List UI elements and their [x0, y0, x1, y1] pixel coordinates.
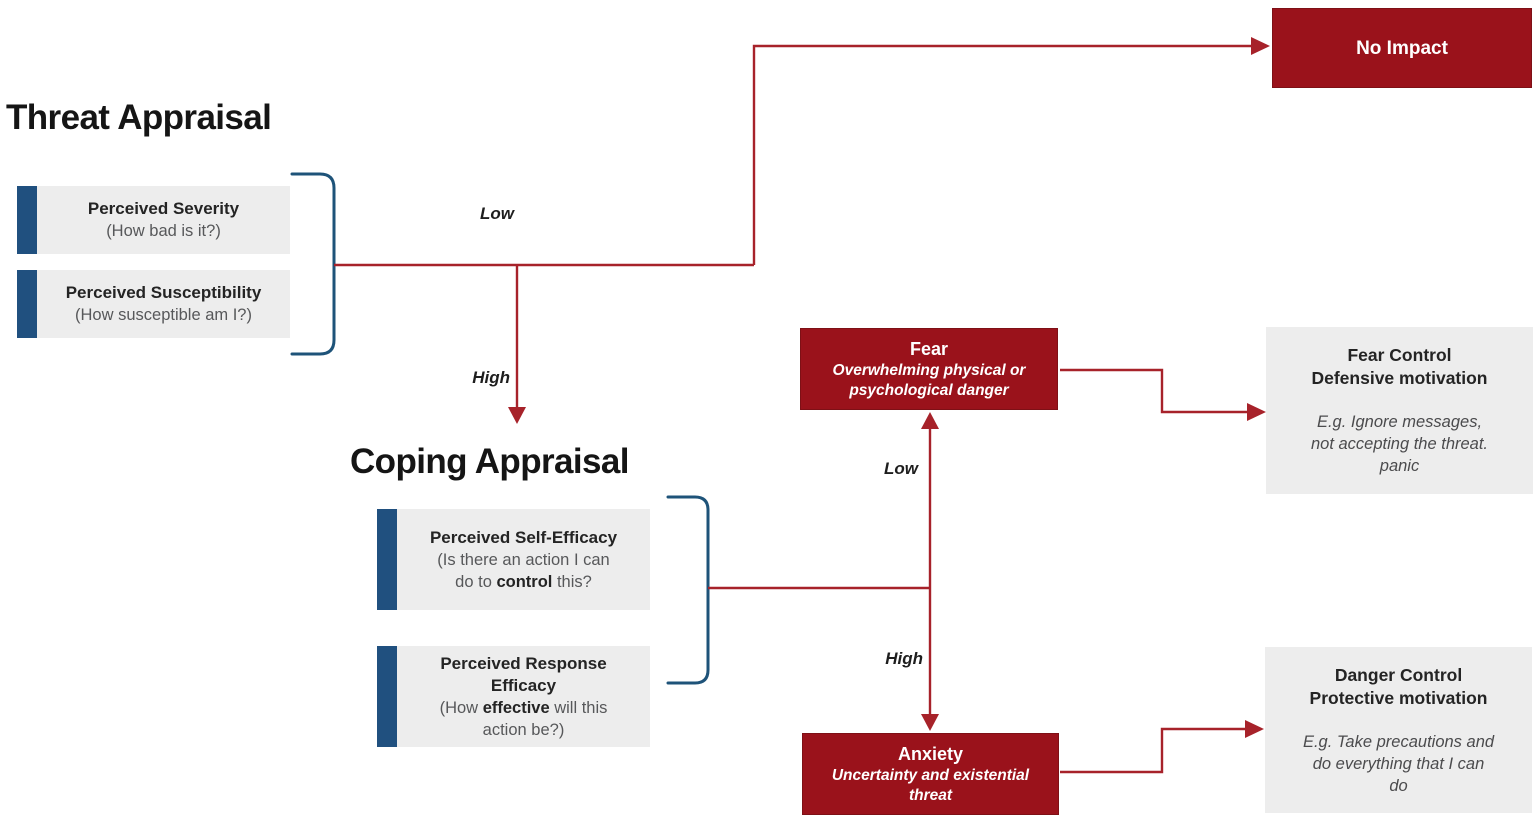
arrowhead-down-anxiety	[921, 714, 939, 731]
anxiety-subtitle: Uncertainty and existential threat	[832, 766, 1029, 806]
anxiety-title: Anxiety	[897, 743, 964, 764]
fear-control-example: E.g. Ignore messages, not accepting the …	[1266, 411, 1533, 477]
subtitle-text: will this	[549, 698, 608, 717]
perceived-self-efficacy-subtitle: (Is there an action I can do to control …	[437, 549, 609, 593]
title-line: Defensive motivation	[1311, 368, 1488, 388]
fear-title: Fear	[909, 338, 949, 359]
anxiety-subtitle-line: threat	[908, 786, 953, 804]
danger-control-title: Danger Control Protective motivation	[1265, 664, 1532, 710]
fear-subtitle-line: psychological danger	[849, 381, 1009, 399]
subtitle-line: do to control this?	[437, 571, 609, 593]
subtitle-line: action be?)	[482, 720, 565, 739]
fear-control-box: Fear Control Defensive motivation E.g. I…	[1266, 327, 1533, 494]
subtitle-text: do to	[455, 572, 497, 591]
coping-bracket	[666, 495, 710, 685]
subtitle-bold-word: control	[496, 572, 553, 591]
title-line: Danger Control	[1334, 665, 1463, 685]
threat-low-edge-label: Low	[480, 204, 514, 223]
danger-control-example: E.g. Take precautions and do everything …	[1265, 731, 1532, 797]
perceived-response-efficacy-subtitle: (How effective will this action be?)	[440, 697, 608, 741]
title-line: Perceived Response	[440, 653, 607, 673]
perceived-response-efficacy-box: Perceived Response Efficacy (How effecti…	[377, 646, 650, 747]
subtitle-bold-word: effective	[482, 698, 550, 717]
example-line: E.g. Ignore messages,	[1316, 413, 1483, 431]
fear-subtitle: Overwhelming physical or psychological d…	[833, 361, 1026, 401]
danger-control-box: Danger Control Protective motivation E.g…	[1265, 647, 1532, 813]
threat-low-to-no-impact-line	[752, 44, 1252, 265]
perceived-self-efficacy-title: Perceived Self-Efficacy	[429, 527, 618, 547]
perceived-severity-box: Perceived Severity (How bad is it?)	[17, 186, 290, 254]
arrowhead-down-threat-high	[508, 407, 526, 424]
fear-subtitle-line: Overwhelming physical or	[832, 361, 1026, 379]
example-line: not accepting the threat.	[1310, 435, 1489, 453]
coping-high-edge-label: High	[885, 649, 923, 668]
example-line: panic	[1379, 457, 1420, 475]
anxiety-box: Anxiety Uncertainty and existential thre…	[802, 733, 1059, 815]
no-impact-box: No Impact	[1272, 8, 1532, 88]
subtitle-line: (Is there an action I can	[437, 550, 610, 569]
subtitle-text: (How	[439, 698, 483, 717]
title-line: Fear Control	[1347, 345, 1452, 365]
title-line: Protective motivation	[1309, 688, 1488, 708]
title-line: Efficacy	[490, 675, 557, 695]
fear-control-title: Fear Control Defensive motivation	[1266, 344, 1533, 390]
perceived-self-efficacy-box: Perceived Self-Efficacy (Is there an act…	[377, 509, 650, 610]
arrowhead-right-danger-control	[1245, 720, 1264, 738]
threat-high-edge-label: High	[472, 368, 510, 387]
perceived-susceptibility-box: Perceived Susceptibility (How susceptibl…	[17, 270, 290, 338]
anxiety-to-danger-control-line	[1060, 727, 1247, 774]
threat-appraisal-heading: Threat Appraisal	[6, 98, 272, 137]
threat-bracket	[290, 172, 336, 356]
perceived-severity-subtitle: (How bad is it?)	[106, 222, 221, 240]
fear-box: Fear Overwhelming physical or psychologi…	[800, 328, 1058, 410]
coping-appraisal-heading: Coping Appraisal	[350, 442, 629, 481]
fear-to-fear-control-line	[1060, 368, 1249, 414]
perceived-response-efficacy-title: Perceived Response Efficacy	[440, 653, 606, 697]
perceived-severity-title: Perceived Severity	[87, 199, 240, 218]
example-line: do	[1389, 777, 1408, 795]
example-line: do everything that I can	[1312, 755, 1485, 773]
subtitle-line: (How effective will this	[440, 697, 608, 719]
arrowhead-up-fear	[921, 412, 939, 429]
subtitle-text: this?	[552, 572, 592, 591]
perceived-susceptibility-subtitle: (How susceptible am I?)	[75, 306, 252, 324]
perceived-susceptibility-title: Perceived Susceptibility	[65, 283, 262, 302]
coping-low-edge-label: Low	[884, 459, 918, 478]
no-impact-label: No Impact	[1356, 37, 1448, 59]
anxiety-subtitle-line: Uncertainty and existential	[831, 766, 1030, 784]
arrowhead-right-no-impact	[1251, 37, 1270, 55]
example-line: E.g. Take precautions and	[1302, 733, 1495, 751]
arrowhead-right-fear-control	[1247, 403, 1266, 421]
